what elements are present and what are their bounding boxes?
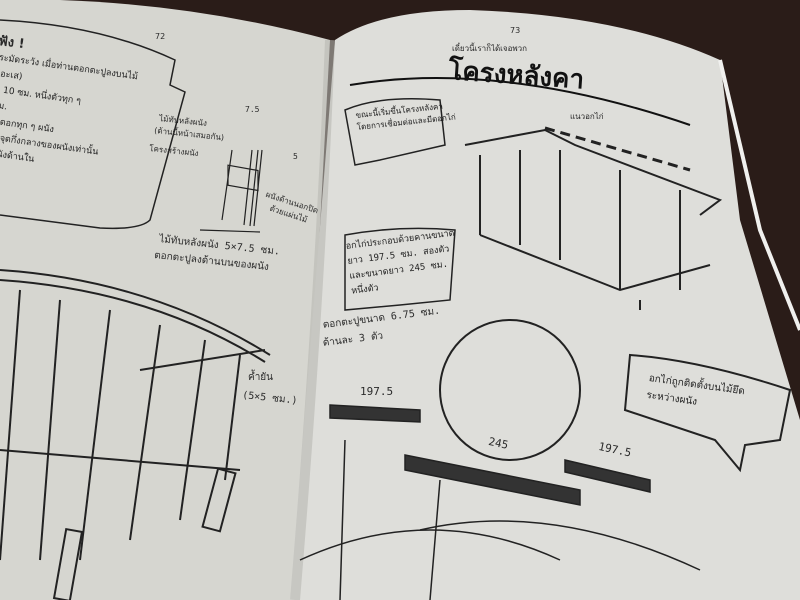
right-speech-bubble-2 bbox=[344, 227, 456, 311]
brace-label: ค้ำยัน bbox=[248, 372, 273, 383]
ridge-beams bbox=[299, 404, 701, 600]
house-frame-drawing bbox=[464, 126, 723, 310]
dim-height: 5 bbox=[293, 152, 298, 161]
right-speech-bubble-1 bbox=[344, 98, 446, 166]
left-page bbox=[0, 0, 330, 600]
title-subtitle: เดี๋ยวนี้เราก็ได้เจอพวก bbox=[452, 44, 527, 53]
wall-frame-drawing bbox=[0, 269, 271, 600]
dim-width: 7.5 bbox=[245, 105, 260, 114]
joint-detail-circle bbox=[439, 319, 581, 461]
right-page bbox=[290, 10, 800, 600]
right-page-number: 73 bbox=[510, 26, 521, 35]
ridge-label: แนวอกไก่ bbox=[570, 112, 604, 121]
left-page-number: 72 bbox=[155, 32, 166, 41]
page-edge-right bbox=[718, 59, 800, 331]
dim-left-beam: 197.5 bbox=[360, 385, 394, 398]
left-bubble-text: ระมัดระวัง เมื่อท่านตอกตะปูลงบนไม้ (อะเส… bbox=[0, 50, 139, 180]
title-underline bbox=[349, 77, 691, 126]
left-speech-bubble bbox=[0, 19, 186, 230]
right-speech-bubble-3 bbox=[623, 353, 792, 473]
wall-section-detail bbox=[199, 149, 263, 233]
book-gutter bbox=[290, 39, 335, 600]
